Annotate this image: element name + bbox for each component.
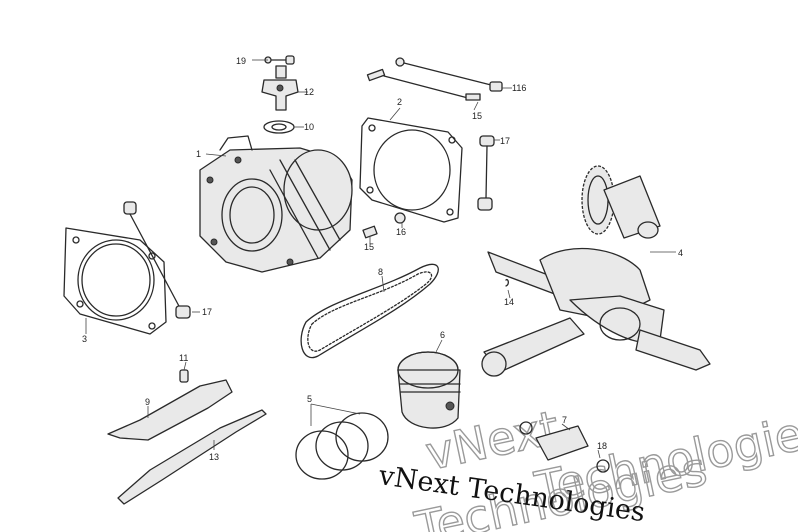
- part-label-12: 12: [304, 87, 314, 97]
- part-label-6: 6: [440, 330, 445, 340]
- part-label-14: 14: [504, 297, 514, 307]
- part-label-8: 8: [378, 267, 383, 277]
- part-label-11: 11: [179, 353, 188, 363]
- part-label-13: 13: [209, 452, 219, 462]
- part-label-3: 3: [82, 334, 87, 344]
- part-labels: 19 12 10 1 2 15 116 17 15 16 8 4 17 3 11…: [82, 56, 683, 462]
- tensioner-assembly: [261, 55, 299, 134]
- crank-key: [505, 278, 509, 287]
- studs-top: [362, 57, 503, 239]
- part-label-116: 116: [512, 83, 526, 93]
- dowel-pins-left: [123, 201, 191, 319]
- piston-pin-clips: [519, 421, 610, 473]
- part-label-10: 10: [304, 122, 314, 132]
- part-label-17-right: 17: [500, 136, 510, 146]
- part-label-18: 18: [597, 441, 607, 451]
- balancer-gear: [581, 165, 661, 239]
- part-label-7: 7: [562, 415, 567, 425]
- part-label-19: 19: [236, 56, 246, 66]
- part-label-15-top: 15: [472, 111, 482, 121]
- crankshaft: [481, 247, 711, 377]
- leader-lines: [85, 59, 676, 459]
- part-label-9: 9: [145, 397, 150, 407]
- cylinder-block: [199, 135, 353, 273]
- cylinder-gasket-upper: [359, 117, 463, 223]
- timing-chain: [300, 263, 439, 359]
- part-label-16: 16: [396, 227, 406, 237]
- piston: [397, 351, 461, 429]
- part-label-5: 5: [307, 394, 312, 404]
- part-label-2: 2: [397, 97, 402, 107]
- part-label-4: 4: [678, 248, 683, 258]
- dowel-pins-right: [477, 135, 495, 211]
- part-label-15-mid: 15: [364, 242, 374, 252]
- part-label-17-left: 17: [202, 307, 212, 317]
- part-label-1: 1: [196, 149, 201, 159]
- cylinder-gasket-left: [63, 227, 167, 335]
- chain-guides: [107, 369, 267, 505]
- piston-rings: [295, 412, 389, 480]
